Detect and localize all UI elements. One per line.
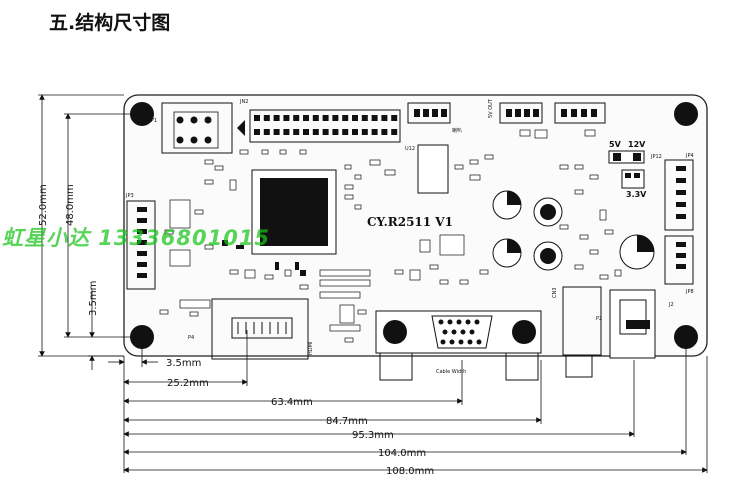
jp4-label: JP4 [685, 153, 694, 159]
pin1-triangle [237, 120, 245, 136]
dimension-lines [38, 94, 708, 473]
dim-height-inner: 48.0mm [65, 184, 76, 226]
hdmi-connector: HDMI [211, 298, 314, 360]
voltage-jumpers: 5V 12V 3.3V [608, 140, 647, 199]
jp3-connector: JP3 [125, 193, 156, 290]
pcb-board: P1 JN2 5V OUT 喇叭 U12 [123, 94, 708, 381]
dim-hole-offset-h: 3.5mm [166, 358, 201, 369]
horn-label: 喇叭 [452, 127, 462, 134]
top-connector-3 [554, 102, 606, 124]
mount-hole-tr [674, 102, 698, 126]
electrolytic-capacitors [492, 190, 655, 271]
jn2-header [249, 109, 401, 143]
dc-jack: J2 [609, 289, 674, 359]
cable-width-label: Cable Width [436, 369, 466, 375]
dim-hole-offset-v: 3.5mm [88, 281, 99, 316]
smd-components [159, 129, 622, 343]
dim-d6: 108.0mm [386, 466, 434, 477]
jp8-connector: JP8 [664, 235, 694, 295]
jn2-label: JN2 [239, 99, 248, 105]
cn3-label: CN3 [552, 288, 558, 298]
dim-d1: 25.2mm [167, 378, 209, 389]
u12-ic: U12 [405, 144, 449, 194]
p1-label: P1 [151, 118, 157, 124]
dim-d3: 84.7mm [326, 416, 368, 427]
top-connector-1 [407, 102, 451, 124]
u12-label: U12 [405, 146, 415, 152]
p2-label: P2 [596, 316, 602, 322]
board-outline [123, 94, 708, 357]
jp3-label: JP3 [125, 193, 134, 199]
page-title: 五.结构尺寸图 [49, 12, 171, 34]
dim-d2: 63.4mm [271, 397, 313, 408]
watermark: 虹星小达 13336801015 [2, 226, 271, 250]
board-model: CY.R2511 V1 [367, 215, 453, 229]
p1-connector: P1 [151, 102, 233, 154]
jp4-connector: JP4 [664, 153, 694, 231]
dim-d4: 95.3mm [352, 430, 394, 441]
vga-connector: Cable Width [375, 310, 542, 381]
top-connector-2 [499, 102, 543, 124]
out-label: 5V OUT [488, 98, 494, 118]
v12-label: 12V [628, 140, 646, 149]
main-ic [251, 169, 337, 255]
v33-label: 3.3V [626, 190, 647, 199]
j2-label: J2 [668, 302, 674, 308]
p4-label: P4 [188, 335, 194, 341]
hdmi-label: HDMI [308, 342, 314, 355]
jp8-label: JP8 [685, 289, 694, 295]
dim-d5: 104.0mm [378, 448, 426, 459]
audio-jack: P2 CN3 [552, 286, 602, 378]
dim-height-total: 52.0mm [38, 184, 49, 226]
v5-label: 5V [609, 140, 622, 149]
jp12-label: JP12 [650, 154, 662, 160]
